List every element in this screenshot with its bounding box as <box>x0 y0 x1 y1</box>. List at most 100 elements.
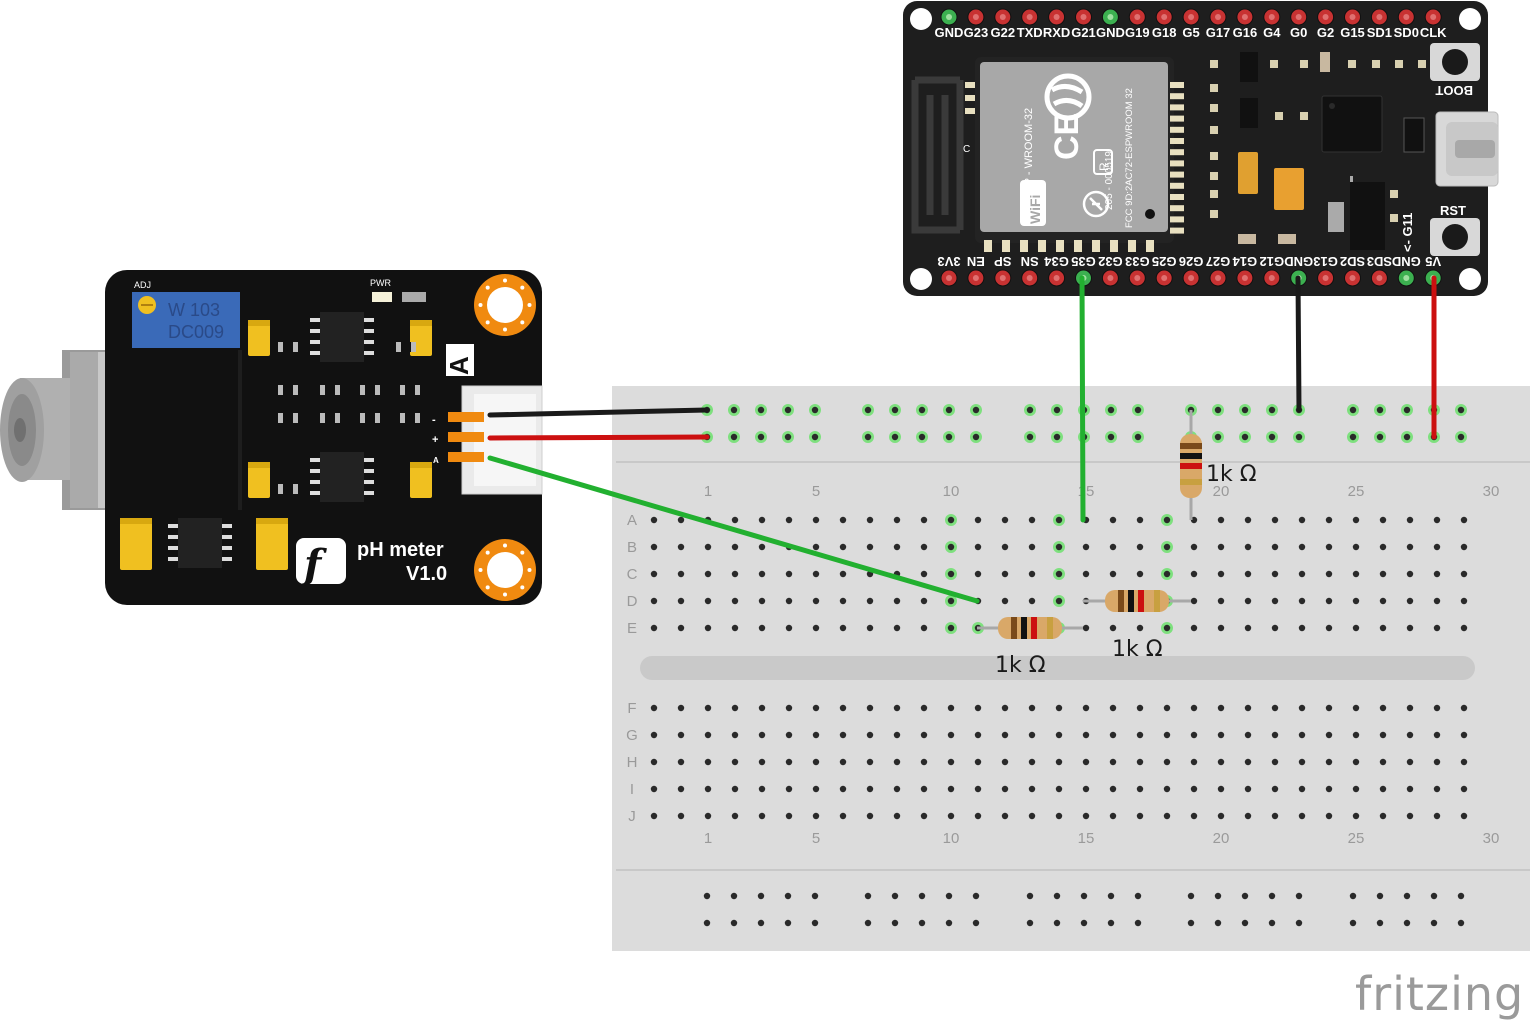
bb-rail-hole-core <box>1107 406 1115 414</box>
bb-hole <box>866 758 874 766</box>
bb-hole <box>920 516 928 524</box>
bb-hole <box>920 785 928 793</box>
boot-button[interactable] <box>1430 43 1480 81</box>
bb-hole <box>1217 812 1225 820</box>
bb-col-number: 15 <box>1078 483 1095 500</box>
bb-hole <box>812 731 820 739</box>
resistor-1k[interactable]: 1k Ω <box>1083 590 1191 662</box>
bb-rail-hole <box>1187 892 1195 900</box>
bb-hole <box>1001 704 1009 712</box>
ph-meter-board: W 103 DC009 ADJ PWR A <box>0 270 543 605</box>
bb-hole <box>1055 731 1063 739</box>
bb-col-number: 5 <box>812 830 820 847</box>
bb-hole <box>812 758 820 766</box>
bb-hole <box>1271 570 1279 578</box>
resistor-1k[interactable]: 1k Ω <box>1180 410 1257 520</box>
bb-hole-core <box>947 597 955 605</box>
bb-rail-hole-core <box>945 406 953 414</box>
wire-green-signal-ph[interactable] <box>487 455 980 604</box>
bb-hole <box>1136 624 1144 632</box>
esp32-pin-label: GND <box>935 25 964 40</box>
bb-hole <box>1298 758 1306 766</box>
bb-rail-hole-core <box>1349 433 1357 441</box>
bb-hole <box>650 570 658 578</box>
bb-col-number: 30 <box>1483 483 1500 500</box>
bb-hole <box>1352 758 1360 766</box>
fcc-logo-icon <box>1082 190 1110 218</box>
tantalum-capacitors <box>120 320 432 570</box>
bb-rail-hole <box>1430 919 1438 927</box>
bb-hole <box>1271 704 1279 712</box>
esp32-pin-label: G18 <box>1152 25 1177 40</box>
bb-hole <box>1163 812 1171 820</box>
wire-black-gnd-esp[interactable] <box>1295 275 1302 413</box>
resistor-1k[interactable]: 1k Ω <box>977 617 1083 678</box>
bb-hole-core <box>1163 543 1171 551</box>
bb-hole <box>1244 758 1252 766</box>
rst-button[interactable] <box>1430 218 1480 256</box>
bb-hole <box>704 624 712 632</box>
pin-minus-label: - <box>432 414 436 426</box>
bb-hole <box>1001 570 1009 578</box>
bb-hole <box>1190 758 1198 766</box>
bb-hole <box>758 597 766 605</box>
bb-rail-hole <box>784 919 792 927</box>
bb-rail-hole-core <box>784 406 792 414</box>
bb-hole <box>1109 704 1117 712</box>
bb-rail-hole <box>757 919 765 927</box>
bb-rail-hole-core <box>1134 406 1142 414</box>
bb-hole-core <box>947 570 955 578</box>
bb-hole <box>1325 570 1333 578</box>
bb-hole <box>893 624 901 632</box>
adj-label: ADJ <box>134 280 151 290</box>
esp32-pin-label: GND <box>1096 25 1125 40</box>
bb-hole <box>1136 543 1144 551</box>
bb-hole <box>812 570 820 578</box>
silk-c: C <box>963 144 970 155</box>
bb-hole <box>1379 543 1387 551</box>
bb-hole <box>839 785 847 793</box>
bb-hole <box>1460 704 1468 712</box>
bb-rail-hole-core <box>730 433 738 441</box>
bb-row-letter: I <box>630 781 634 798</box>
bb-hole <box>1460 785 1468 793</box>
bb-hole <box>1325 597 1333 605</box>
micro-usb-port[interactable] <box>1435 111 1499 187</box>
bb-hole <box>650 758 658 766</box>
bb-hole <box>1082 758 1090 766</box>
bb-hole <box>1136 731 1144 739</box>
bb-col-number: 25 <box>1348 830 1365 847</box>
bb-col-number: 5 <box>812 483 820 500</box>
opamp-chip-top <box>310 312 374 362</box>
bb-hole <box>1001 516 1009 524</box>
bb-hole <box>1190 570 1198 578</box>
bb-hole <box>866 624 874 632</box>
bb-rail-hole-core <box>1134 433 1142 441</box>
wire-black-gnd-ph[interactable] <box>487 407 710 418</box>
bb-hole <box>974 543 982 551</box>
bb-hole <box>704 812 712 820</box>
bb-hole <box>758 704 766 712</box>
capacitor <box>120 518 152 570</box>
bb-hole <box>785 516 793 524</box>
bb-hole <box>974 731 982 739</box>
bb-hole <box>704 758 712 766</box>
bb-hole <box>650 597 658 605</box>
bb-hole <box>758 624 766 632</box>
esp32-pin-label: V5 <box>1425 254 1441 269</box>
bb-col-number: 25 <box>1348 483 1365 500</box>
bb-hole <box>731 758 739 766</box>
bb-col-number: 10 <box>943 483 960 500</box>
bb-rail-hole <box>1268 919 1276 927</box>
bb-hole <box>947 785 955 793</box>
bb-rail-hole <box>1053 919 1061 927</box>
bb-rail-hole-core <box>1241 406 1249 414</box>
wire-red-vcc-ph[interactable] <box>487 434 710 441</box>
bb-hole <box>1001 758 1009 766</box>
bb-rail-hole-core <box>918 406 926 414</box>
ph-meter-version: V1.0 <box>406 563 447 585</box>
bb-hole <box>785 624 793 632</box>
bb-rail-hole <box>1080 919 1088 927</box>
wire-green-gpio-esp[interactable] <box>1079 275 1086 523</box>
adj-potentiometer[interactable] <box>132 292 240 348</box>
